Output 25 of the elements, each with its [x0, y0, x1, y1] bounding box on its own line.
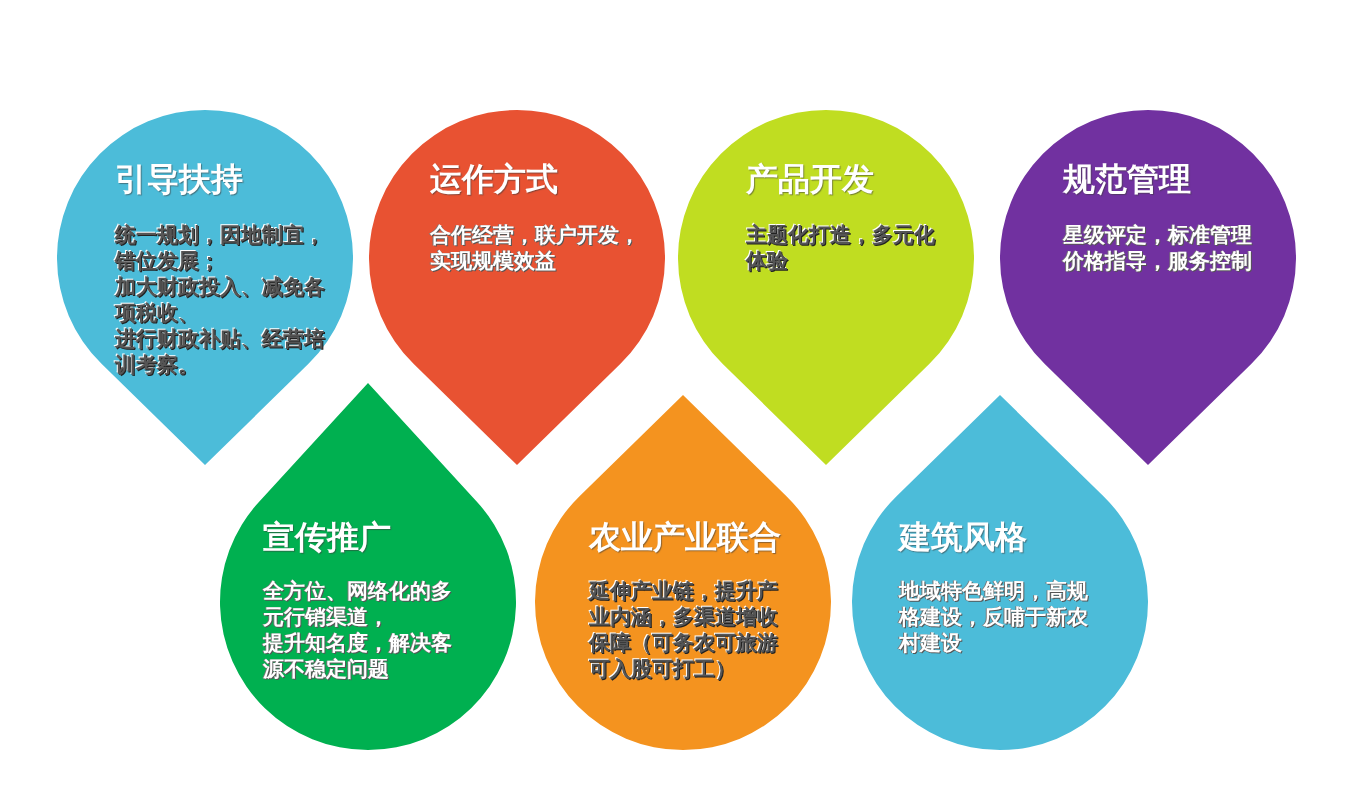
- heading: 规范管理: [1063, 160, 1191, 198]
- description-text: 延伸产业链，提升产业内涵，多渠道增收保障（可务农可旅游可入股可打工）: [589, 578, 779, 682]
- teardrop-shape: [369, 110, 665, 465]
- heading: 引导扶持: [115, 160, 243, 198]
- description-text: 价格指导，服务控制: [1063, 248, 1253, 274]
- description-text: 主题化打造，多元化体验: [746, 222, 936, 274]
- teardrop-shape: [678, 110, 974, 465]
- description-text: 进行财政补贴、经营培训考察。: [115, 326, 326, 378]
- description-text: 合作经营，联户开发，实现规模效益: [430, 222, 641, 274]
- heading: 运作方式: [430, 160, 558, 198]
- description-text: 统一规划，因地制宜，错位发展；: [115, 222, 326, 274]
- teardrop-shape: [852, 395, 1148, 750]
- heading: 农业产业联合: [589, 518, 781, 556]
- heading: 产品开发: [746, 160, 874, 198]
- description-text: 全方位、网络化的多元行销渠道，: [263, 578, 453, 630]
- heading: 宣传推广: [263, 518, 391, 556]
- description-text: 提升知名度，解决客源不稳定问题: [263, 630, 453, 682]
- description-text: 地域特色鲜明，高规格建设，反哺于新农村建设: [899, 578, 1089, 656]
- description-text: 加大财政投入、减免各项税收、: [115, 274, 326, 326]
- teardrop-shape: [535, 395, 831, 750]
- teardrop-shape: [1000, 110, 1296, 465]
- heading: 建筑风格: [899, 518, 1027, 556]
- teardrop-shape: [57, 110, 353, 465]
- description-text: 星级评定，标准管理: [1063, 222, 1253, 248]
- teardrop-shape: [220, 383, 516, 750]
